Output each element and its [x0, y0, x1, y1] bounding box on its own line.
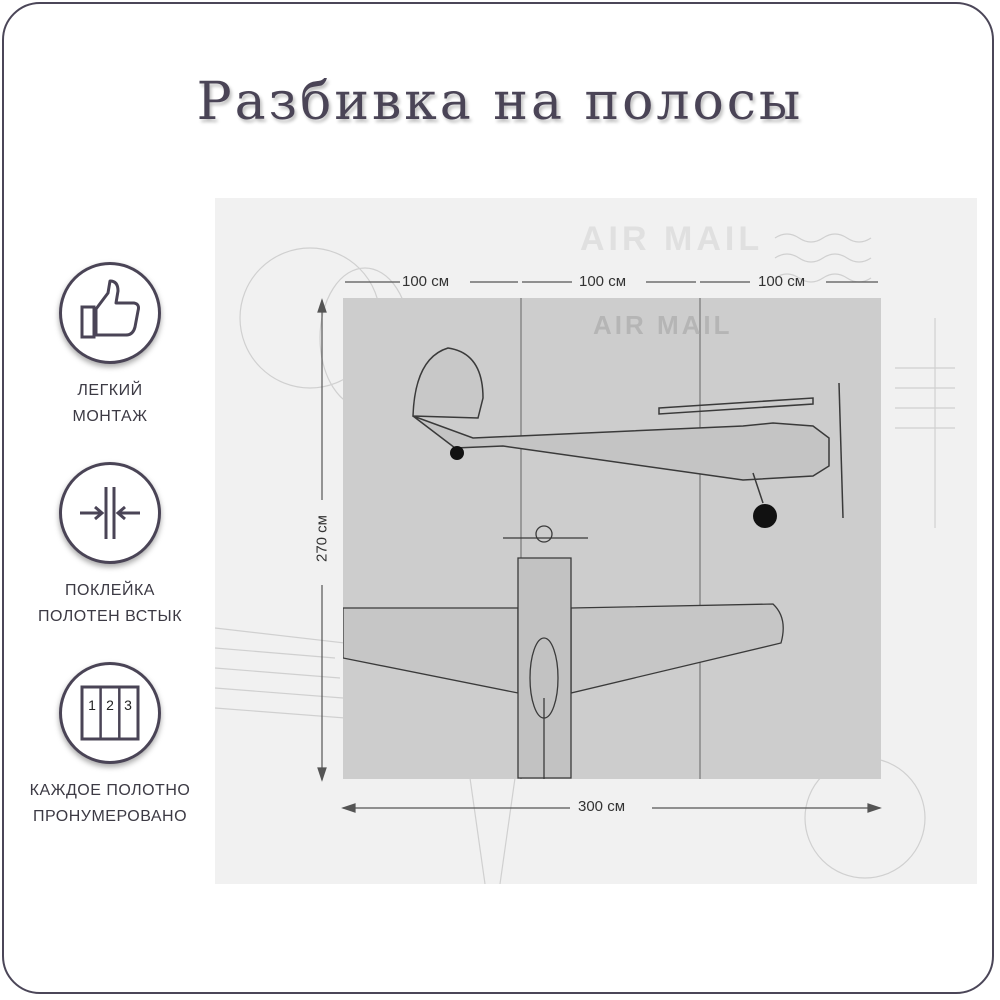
feature-label-line2: ПРОНУМЕРОВАНО	[32, 808, 188, 825]
stamp-text-faded: AIR MAIL	[580, 220, 763, 258]
stamp-text: AIR MAIL	[593, 310, 733, 340]
wheel	[753, 504, 777, 528]
feature-label-line1: ЛЕГКИЙ	[77, 382, 143, 399]
page-title: Разбивка на полосы	[196, 72, 804, 132]
seam-join-icon	[59, 462, 161, 564]
feature-numbered: 1 2 3 КАЖДОЕ ПОЛОТНО ПРОНУМЕРОВАНО	[0, 662, 220, 830]
strip-width-label: 100 см	[402, 273, 450, 290]
total-width-label: 300 см	[578, 798, 626, 815]
feature-label-line2: ПОЛОТЕН ВСТЫК	[37, 608, 183, 625]
panel-number: 3	[124, 697, 132, 713]
feature-label-line2: МОНТАЖ	[72, 408, 148, 425]
feature-butt-joint: ПОКЛЕЙКА ПОЛОТЕН ВСТЫК	[0, 462, 220, 630]
panel-number: 1	[88, 697, 96, 713]
plane-side-view	[412, 347, 844, 519]
height-label: 270 см	[313, 515, 331, 563]
feature-label-line1: ПОКЛЕЙКА	[65, 582, 155, 599]
panel-area: AIR MAIL	[342, 298, 881, 779]
thumbs-up-icon	[59, 262, 161, 364]
strip-width-label: 100 см	[758, 273, 806, 290]
plane-top-view	[342, 525, 784, 779]
feature-easy-install: ЛЕГКИЙ МОНТАЖ	[0, 262, 220, 430]
strip-width-label: 100 см	[579, 273, 627, 290]
numbered-panels-icon: 1 2 3	[59, 662, 161, 764]
panel-number: 2	[106, 697, 114, 713]
tail-wheel	[450, 446, 464, 460]
feature-label-line1: КАЖДОЕ ПОЛОТНО	[29, 782, 191, 799]
